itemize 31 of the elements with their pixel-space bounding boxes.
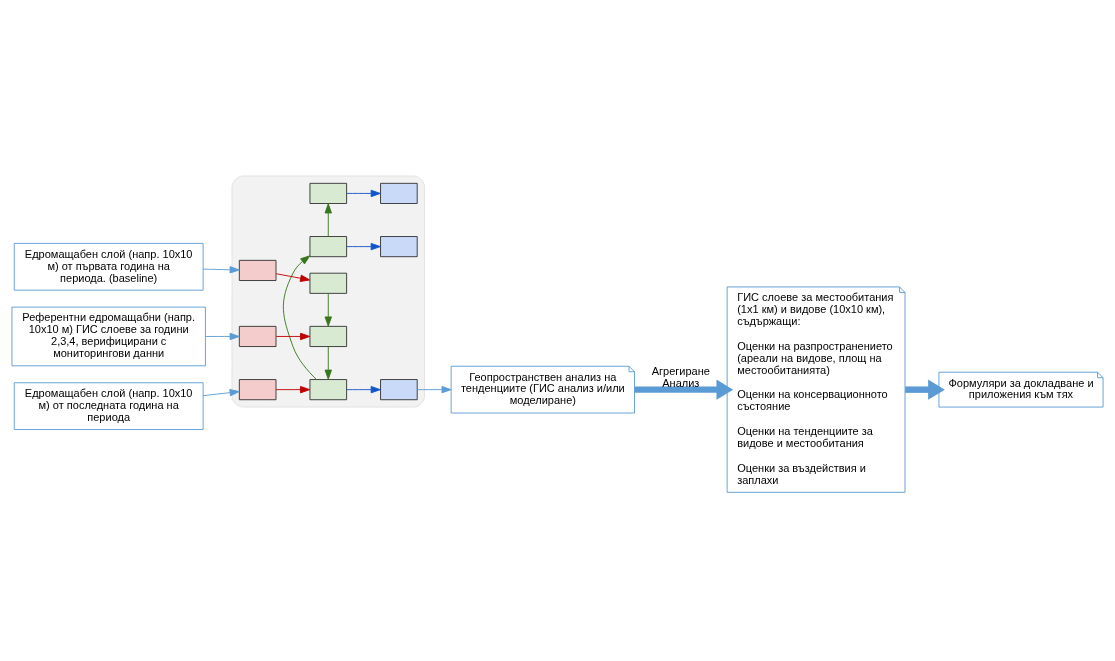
node-box: Едромащабен слой (напр. 10x10 м) от първата година на периода. (baseline) xyxy=(13,242,204,291)
arrow xyxy=(202,266,240,274)
node-box xyxy=(309,379,348,401)
node-box xyxy=(309,182,348,204)
node-box: Референтни едромащабни (напр. 10x10 м) ГИС слоеве за години 2,3,4, верифицирани с мониторингови данни xyxy=(11,306,206,367)
node-box xyxy=(380,182,418,204)
arrow xyxy=(346,242,381,251)
arrow xyxy=(275,332,311,341)
node-box xyxy=(380,236,418,258)
node-box xyxy=(309,236,348,258)
arrow xyxy=(324,293,332,327)
arrow xyxy=(202,389,240,397)
node-box xyxy=(238,259,277,281)
arrow xyxy=(324,346,332,380)
arrow xyxy=(275,385,311,394)
arrow xyxy=(205,332,240,341)
node-box xyxy=(238,325,277,347)
edge-label: Агрегиране Анализ xyxy=(651,364,710,389)
arrow xyxy=(905,379,945,400)
node-box xyxy=(238,379,277,401)
arrow xyxy=(346,189,381,198)
node-box xyxy=(380,379,418,401)
arrow xyxy=(346,385,381,394)
node-box xyxy=(309,272,348,294)
arrow xyxy=(634,379,734,400)
arrow xyxy=(275,273,311,282)
arrow xyxy=(282,255,317,380)
node-box: Едромащабен слой (напр. 10x10 м) от последната година на периода xyxy=(13,382,204,430)
arrow xyxy=(416,385,452,394)
node-box xyxy=(309,325,348,347)
arrow xyxy=(324,203,332,237)
